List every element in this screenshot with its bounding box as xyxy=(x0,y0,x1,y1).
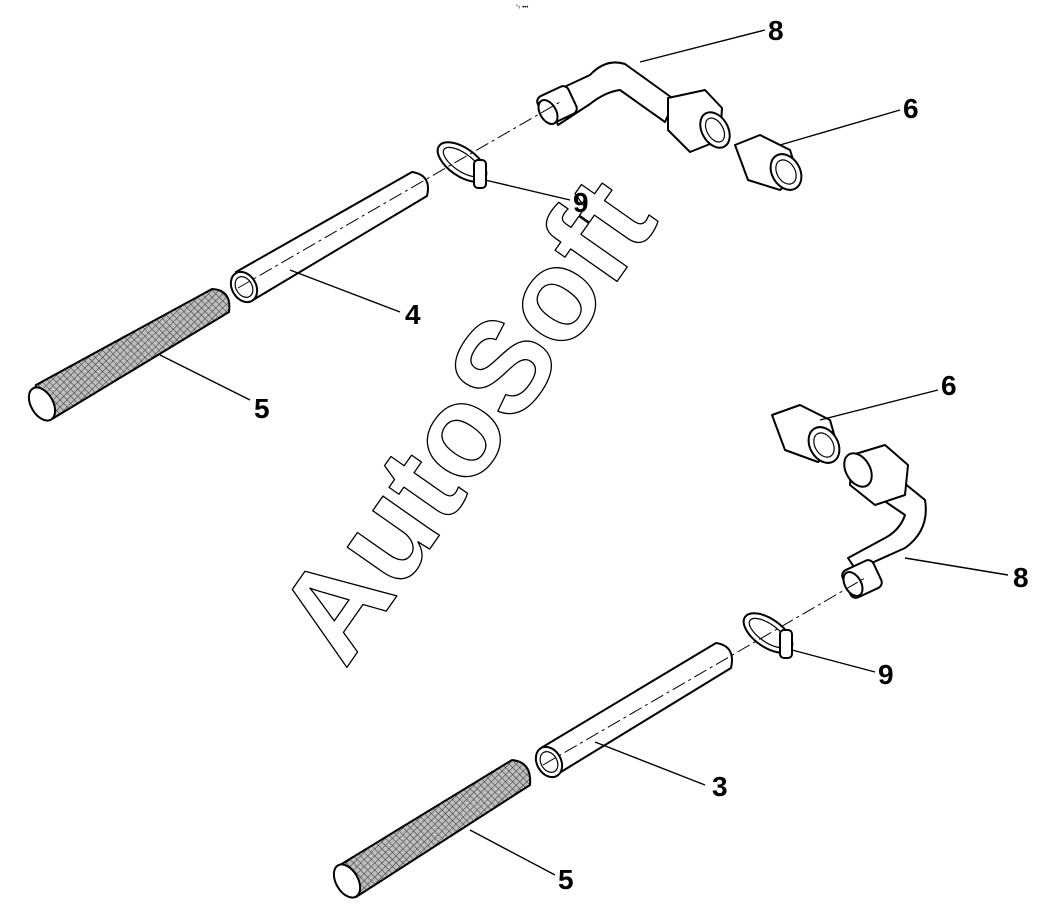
top-assembly xyxy=(27,29,901,422)
callout-top-4: 4 xyxy=(405,299,421,330)
bottom-assembly xyxy=(332,389,1009,899)
header-mark: °‹ ••• xyxy=(516,5,528,11)
callout-bottom-5: 5 xyxy=(558,864,574,895)
bottom-elbow-pipe-part-8 xyxy=(841,444,927,599)
callout-top-5: 5 xyxy=(254,393,270,424)
callout-top-9: 9 xyxy=(573,187,589,218)
bottom-union-fitting-part-6 xyxy=(771,404,841,464)
top-clamp-part-9 xyxy=(436,141,488,189)
top-union-fitting-part-6 xyxy=(734,134,803,191)
top-tube-part-4 xyxy=(229,171,429,304)
callout-bottom-3: 3 xyxy=(712,771,728,802)
bottom-tube-part-3 xyxy=(534,642,733,779)
callout-bottom-8: 8 xyxy=(1013,562,1029,593)
bottom-clamp-part-9 xyxy=(742,612,794,659)
bottom-knurled-sleeve-part-5 xyxy=(332,758,532,899)
callout-top-6: 6 xyxy=(903,93,919,124)
callout-top-8: 8 xyxy=(768,15,784,46)
callout-bottom-6: 6 xyxy=(941,370,957,401)
top-knurled-sleeve-part-5 xyxy=(27,287,231,422)
callout-bottom-9: 9 xyxy=(878,659,894,690)
top-elbow-pipe-part-8 xyxy=(536,61,731,153)
